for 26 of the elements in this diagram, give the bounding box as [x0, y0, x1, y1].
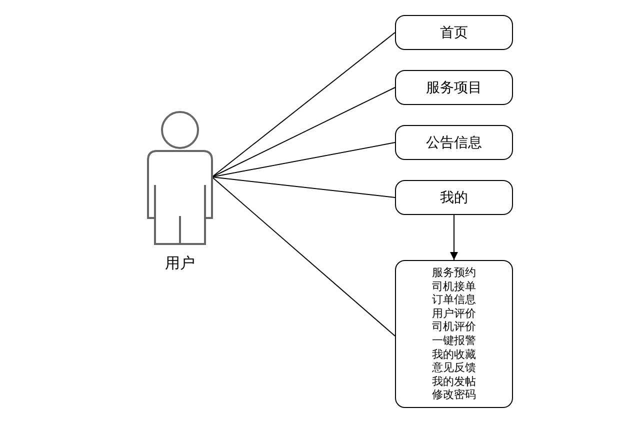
use-case-box — [395, 125, 513, 160]
function-item: 我的发帖 — [432, 374, 476, 388]
use-case-box — [395, 15, 513, 50]
function-item: 订单信息 — [432, 293, 476, 307]
association-line — [212, 87, 396, 178]
function-item: 用户评价 — [432, 306, 476, 320]
use-case-label: 首页 — [440, 24, 468, 42]
function-item: 司机接单 — [432, 280, 476, 294]
function-item: 一键报警 — [432, 334, 476, 348]
association-line — [212, 142, 396, 178]
association-line — [212, 32, 396, 178]
use-case-label: 服务项目 — [426, 78, 482, 96]
use-case-label: 我的 — [440, 188, 468, 206]
function-item: 我的收藏 — [432, 348, 476, 362]
use-case-box — [395, 70, 513, 105]
function-item: 意见反馈 — [432, 361, 476, 375]
arrow — [450, 214, 458, 260]
function-item: 修改密码 — [432, 388, 476, 402]
actor-label: 用户 — [164, 254, 196, 273]
use-case-label: 公告信息 — [426, 134, 482, 152]
association-line — [212, 176, 396, 336]
association-line — [212, 176, 396, 198]
function-list-box — [395, 260, 513, 408]
function-item: 司机评价 — [432, 320, 476, 334]
function-item: 服务预约 — [432, 266, 476, 280]
use-case-box — [395, 180, 513, 215]
